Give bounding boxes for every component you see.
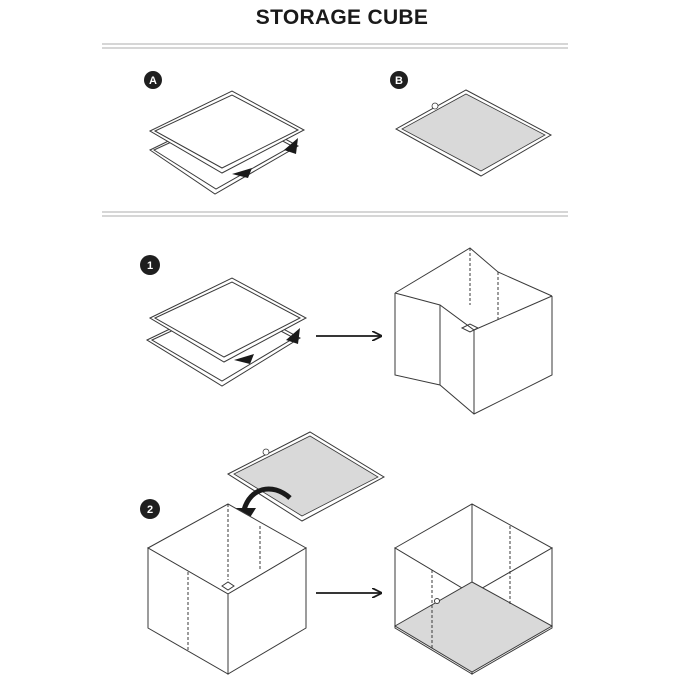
step-2-base-panel-icon xyxy=(226,431,386,522)
top-divider xyxy=(102,43,568,49)
badge-step-2-label: 2 xyxy=(147,504,153,516)
badge-step-1: 1 xyxy=(140,255,160,275)
badge-b-label: B xyxy=(395,75,403,87)
step-1-open-box-icon xyxy=(394,247,553,415)
page-title: STORAGE CUBE xyxy=(255,6,429,29)
panels-a-icon xyxy=(148,90,306,195)
badge-b: B xyxy=(390,71,408,89)
badge-a: A xyxy=(144,71,162,89)
badge-step-1-label: 1 xyxy=(147,260,153,272)
badge-step-2: 2 xyxy=(140,499,160,519)
step-1-panels-icon xyxy=(145,277,308,387)
step-2-assembled-cube-icon xyxy=(394,503,554,675)
badge-a-label: A xyxy=(149,75,157,87)
step-2-open-box-icon xyxy=(146,503,308,675)
base-panel-b-icon xyxy=(394,89,553,177)
middle-divider xyxy=(102,211,568,217)
